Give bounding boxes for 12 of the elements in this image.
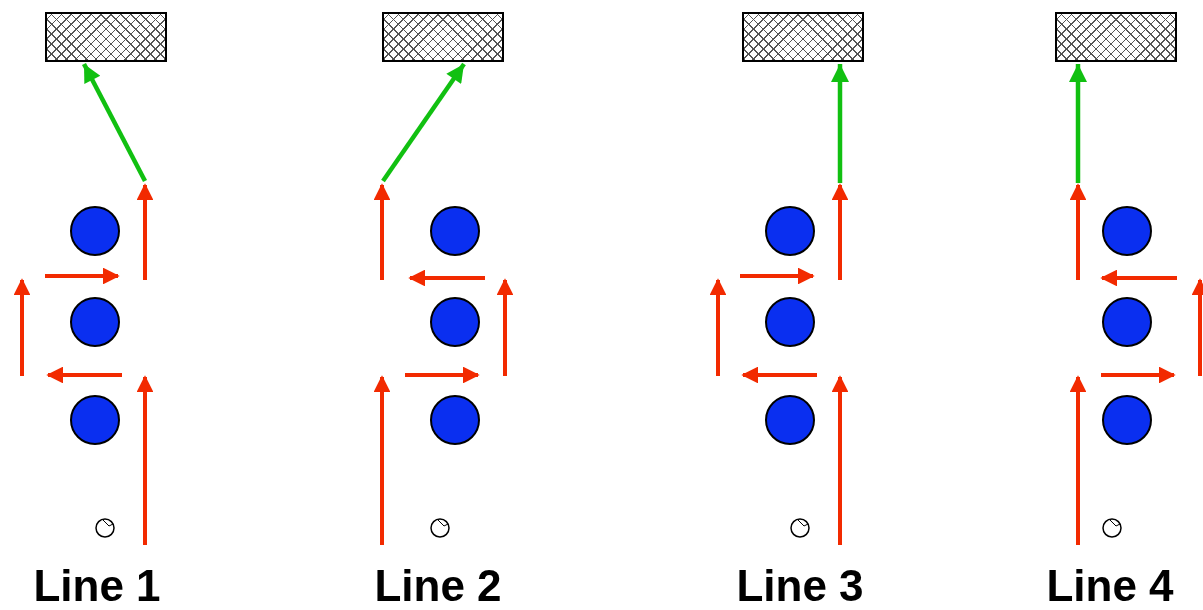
- arrow: [1069, 64, 1087, 183]
- arrow: [831, 64, 849, 183]
- hatched-box: [45, 12, 167, 62]
- hatched-box: [742, 12, 864, 62]
- hatched-box: [382, 12, 504, 62]
- panel-label: Line 2: [374, 561, 502, 610]
- panel-label: Line 4: [1046, 561, 1174, 610]
- arrow: [381, 62, 466, 183]
- arrow: [82, 62, 147, 183]
- panel-label: Line 1: [33, 561, 161, 610]
- hatched-box: [1055, 12, 1177, 62]
- panel-label: Line 3: [736, 561, 864, 610]
